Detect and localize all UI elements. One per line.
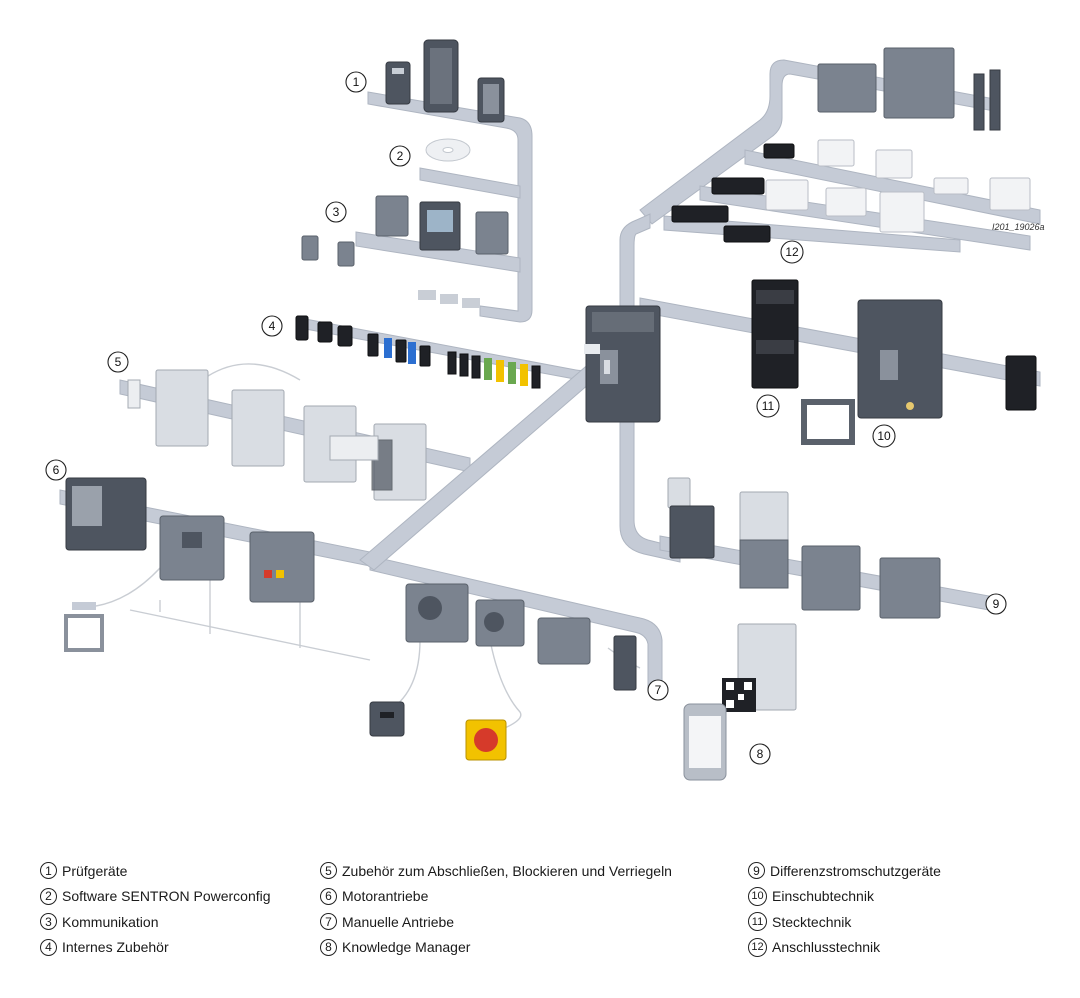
svg-text:9: 9 bbox=[993, 597, 1000, 611]
callout-1: 1 bbox=[345, 71, 367, 93]
locking-accessories bbox=[127, 369, 427, 501]
svg-text:7: 7 bbox=[655, 683, 662, 697]
svg-text:1: 1 bbox=[353, 75, 360, 89]
callout-2: 2 bbox=[389, 145, 411, 167]
legend-label: Einschubtechnik bbox=[772, 888, 874, 905]
callout-6: 6 bbox=[45, 459, 67, 481]
software-cd bbox=[425, 138, 471, 162]
callout-11: 11 bbox=[756, 394, 780, 418]
callout-8: 8 bbox=[749, 743, 771, 765]
svg-text:10: 10 bbox=[877, 429, 891, 443]
manual-operators bbox=[369, 583, 637, 761]
legend-label: Differenzstromschutzgeräte bbox=[770, 862, 941, 879]
legend-label: Stecktechnik bbox=[772, 913, 852, 930]
callout-10: 10 bbox=[872, 424, 896, 448]
main-circuit-breaker bbox=[584, 305, 661, 423]
svg-text:12: 12 bbox=[785, 245, 799, 259]
svg-text:5: 5 bbox=[115, 355, 122, 369]
svg-text:6: 6 bbox=[53, 463, 60, 477]
knowledge-manager bbox=[683, 623, 797, 781]
legend-label: Software SENTRON Powerconfig bbox=[62, 888, 271, 905]
legend-label: Zubehör zum Abschließen, Blockieren und … bbox=[342, 862, 672, 879]
rcd-devices bbox=[667, 477, 941, 619]
connection-technology bbox=[671, 47, 1031, 243]
internal-accessories bbox=[295, 315, 541, 389]
callout-3: 3 bbox=[325, 201, 347, 223]
plug-in-and-withdrawable bbox=[751, 279, 1037, 445]
legend-label: Knowledge Manager bbox=[342, 939, 471, 956]
legend-label: Kommunikation bbox=[62, 913, 159, 930]
svg-text:3: 3 bbox=[333, 205, 340, 219]
test-devices bbox=[385, 39, 505, 123]
svg-text:11: 11 bbox=[762, 399, 775, 413]
legend-label: Manuelle Antriebe bbox=[342, 913, 455, 930]
legend-label: Internes Zubehör bbox=[62, 939, 169, 956]
legend-label: Prüfgeräte bbox=[62, 862, 128, 879]
legend-label: Motorantriebe bbox=[342, 888, 429, 905]
legend-label: Anschlusstechnik bbox=[772, 939, 881, 956]
callout-7: 7 bbox=[647, 679, 669, 701]
motor-operators bbox=[64, 477, 315, 652]
communication-modules bbox=[301, 195, 509, 308]
svg-text:4: 4 bbox=[269, 319, 276, 333]
callout-4: 4 bbox=[261, 315, 283, 337]
svg-text:2: 2 bbox=[397, 149, 404, 163]
callout-5: 5 bbox=[107, 351, 129, 373]
callout-12: 12 bbox=[780, 240, 804, 264]
drawing-code: I201_19026a bbox=[992, 222, 1045, 232]
svg-text:8: 8 bbox=[757, 747, 764, 761]
callout-9: 9 bbox=[985, 593, 1007, 615]
